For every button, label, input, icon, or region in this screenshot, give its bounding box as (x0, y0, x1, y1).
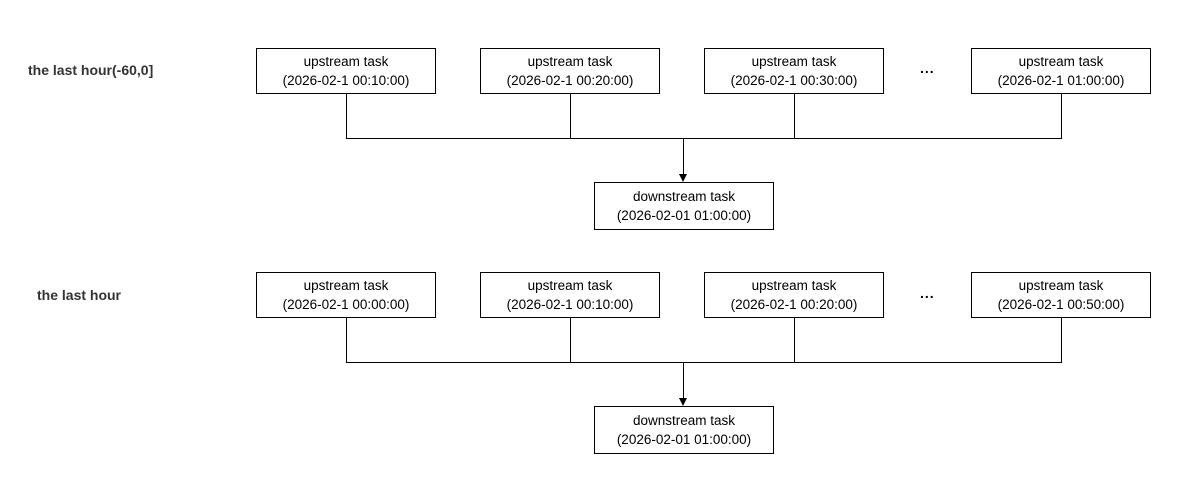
connector-arrow-stem (683, 362, 684, 399)
task-time: (2026-02-1 00:30:00) (730, 73, 858, 88)
connector-stub (794, 94, 795, 138)
section-label: the last hour (37, 287, 122, 303)
section-label: the last hour(-60,0] (28, 62, 154, 78)
task-title: upstream task (1018, 278, 1104, 293)
task-title: downstream task (632, 189, 736, 204)
connector-stub (570, 318, 571, 362)
connector-stub (1061, 318, 1062, 362)
task-title: upstream task (1018, 54, 1104, 69)
upstream-task-box: upstream task (2026-02-1 00:10:00) (256, 48, 436, 94)
arrowhead-icon (679, 398, 687, 406)
connector-stub (1061, 94, 1062, 138)
connector-bus (346, 362, 1062, 363)
arrowhead-icon (679, 174, 687, 182)
connector-stub (346, 318, 347, 362)
upstream-task-box: upstream task (2026-02-1 00:30:00) (704, 48, 884, 94)
task-time: (2026-02-01 01:00:00) (616, 208, 752, 223)
task-time: (2026-02-01 01:00:00) (616, 432, 752, 447)
upstream-task-box: upstream task (2026-02-1 01:00:00) (971, 48, 1151, 94)
task-title: upstream task (751, 54, 837, 69)
task-title: upstream task (303, 278, 389, 293)
upstream-task-box: upstream task (2026-02-1 00:10:00) (480, 272, 660, 318)
task-title: upstream task (527, 54, 613, 69)
connector-stub (570, 94, 571, 138)
task-title: upstream task (303, 54, 389, 69)
connector-stub (794, 318, 795, 362)
ellipsis-more-tasks: ... (920, 60, 935, 76)
task-title: upstream task (751, 278, 837, 293)
upstream-task-box: upstream task (2026-02-1 00:50:00) (971, 272, 1151, 318)
connector-bus (346, 138, 1062, 139)
connector-stub (346, 94, 347, 138)
ellipsis-more-tasks: ... (920, 285, 935, 301)
task-time: (2026-02-1 01:00:00) (997, 73, 1125, 88)
upstream-task-box: upstream task (2026-02-1 00:00:00) (256, 272, 436, 318)
task-time: (2026-02-1 00:20:00) (506, 73, 634, 88)
downstream-task-box: downstream task (2026-02-01 01:00:00) (594, 406, 774, 454)
downstream-task-box: downstream task (2026-02-01 01:00:00) (594, 182, 774, 230)
task-time: (2026-02-1 00:10:00) (282, 73, 410, 88)
task-time: (2026-02-1 00:50:00) (997, 297, 1125, 312)
task-time: (2026-02-1 00:10:00) (506, 297, 634, 312)
task-time: (2026-02-1 00:00:00) (282, 297, 410, 312)
connector-arrow-stem (683, 138, 684, 175)
task-time: (2026-02-1 00:20:00) (730, 297, 858, 312)
upstream-task-box: upstream task (2026-02-1 00:20:00) (480, 48, 660, 94)
task-title: upstream task (527, 278, 613, 293)
task-title: downstream task (632, 413, 736, 428)
upstream-task-box: upstream task (2026-02-1 00:20:00) (704, 272, 884, 318)
